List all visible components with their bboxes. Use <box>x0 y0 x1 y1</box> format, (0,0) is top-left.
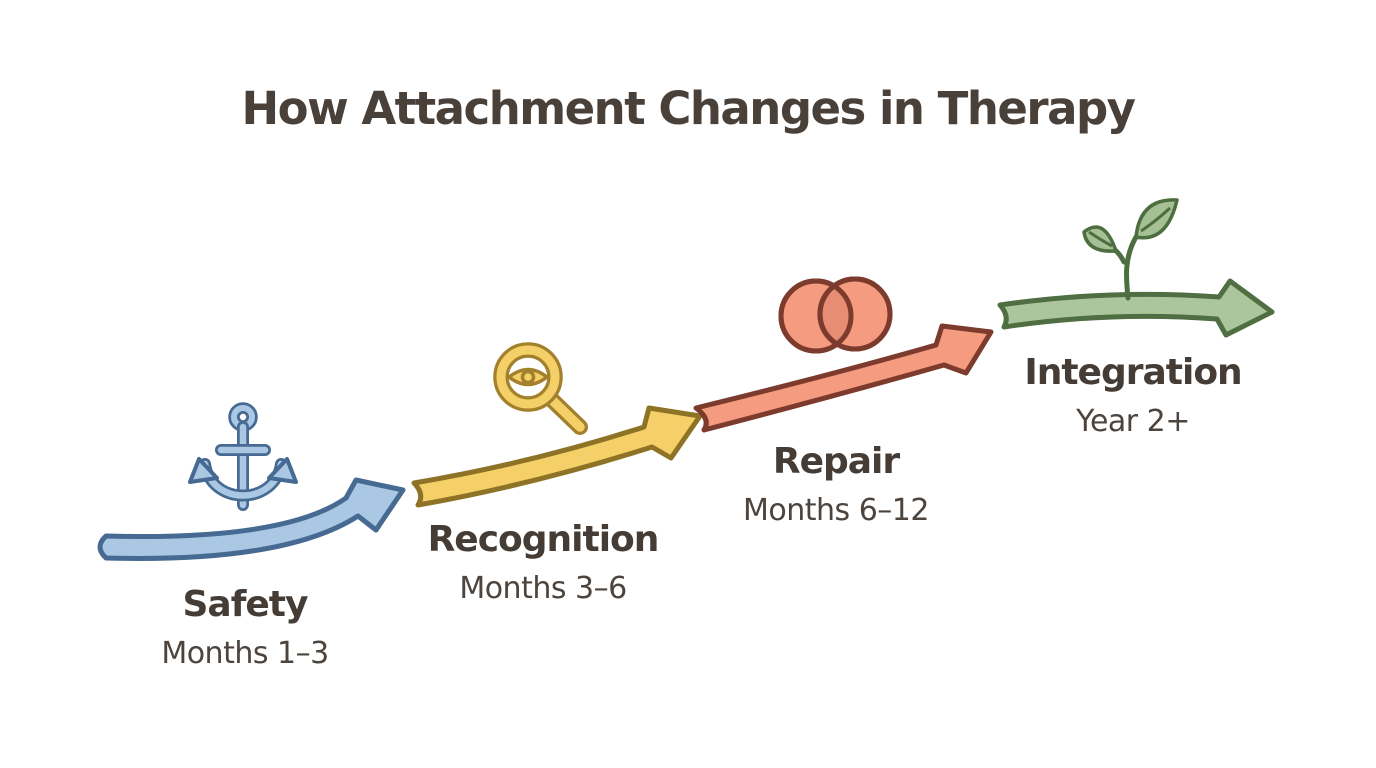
integration-arrow <box>997 278 1275 338</box>
repair-arrow <box>693 323 994 433</box>
recognition-arrow <box>411 405 703 508</box>
anchor-icon <box>188 402 298 511</box>
stage-period: Year 2+ <box>1076 403 1190 439</box>
seedling-icon <box>1082 198 1179 301</box>
overlapping-circles-icon <box>778 276 893 354</box>
stage-label: Recognition <box>427 519 660 560</box>
stage-safety: Safety Months 1–3 <box>85 585 405 670</box>
stage-integration: Integration Year 2+ <box>973 353 1293 438</box>
stage-label: Integration <box>1024 352 1242 393</box>
magnifying-glass-eye-icon <box>493 342 588 435</box>
safety-arrow <box>97 477 406 561</box>
page-title: How Attachment Changes in Therapy <box>241 82 1137 135</box>
stage-period: Months 1–3 <box>161 635 329 671</box>
stage-label: Repair <box>772 441 900 482</box>
stage-repair: Repair Months 6–12 <box>676 442 996 527</box>
stage-period: Months 3–6 <box>459 570 627 606</box>
stage-period: Months 6–12 <box>743 492 929 528</box>
stage-label: Safety <box>182 584 309 625</box>
stage-recognition: Recognition Months 3–6 <box>383 520 703 605</box>
